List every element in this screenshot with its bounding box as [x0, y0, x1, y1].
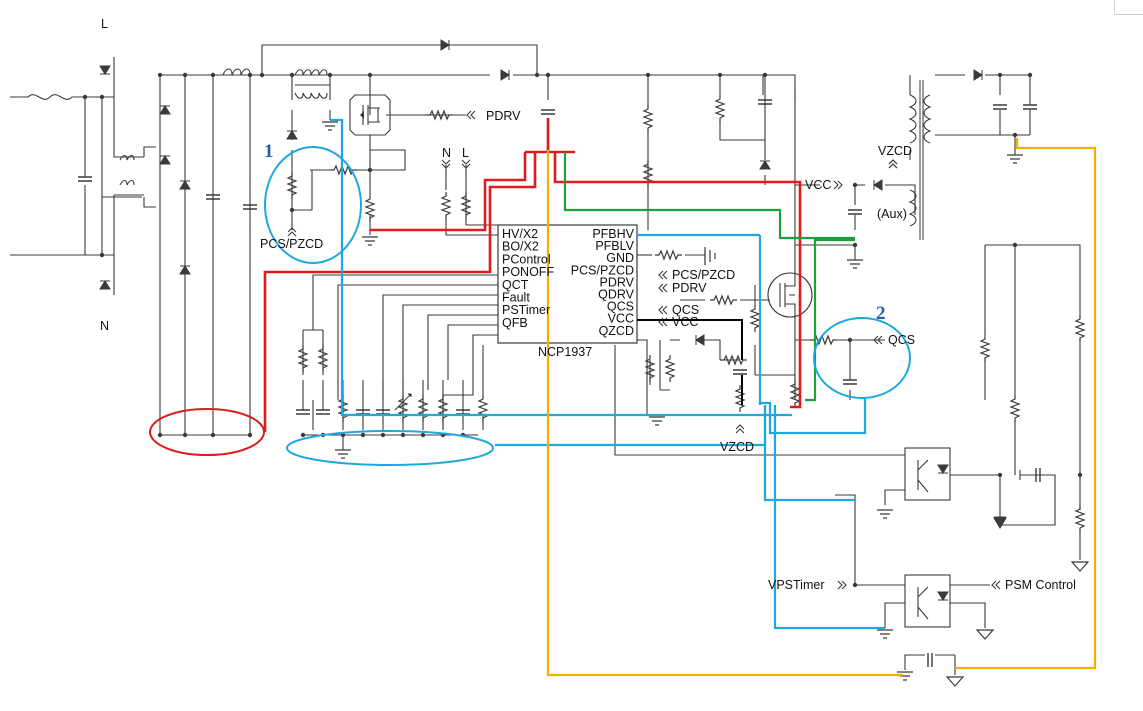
label-vcc-out: VCC — [672, 315, 698, 329]
ic-right-pin: PDRV — [599, 275, 634, 289]
label-qcs-sense: QCS — [888, 333, 915, 347]
ic-left-pin: BO/X2 — [502, 240, 539, 254]
ic-left-pin: HV/X2 — [502, 227, 538, 241]
black-bold-trace — [637, 319, 743, 405]
ic-left-pin: QCT — [502, 278, 529, 292]
ic-right-pin: PFBHV — [592, 227, 634, 241]
label-qcs-out: QCS — [672, 303, 699, 317]
label-line: L — [101, 17, 108, 31]
ic-box — [497, 224, 638, 344]
blue-circle-1 — [264, 146, 362, 264]
ic-right-pin: PCS/PZCD — [571, 263, 634, 277]
red-circle — [149, 408, 265, 456]
label-aux: (Aux) — [877, 207, 907, 221]
label-ic-l: L — [462, 146, 469, 160]
window-corner-box — [1114, 0, 1143, 15]
ic-left-pins: HV/X2BO/X2PControlPONOFFQCTFaultPSTimerQ… — [502, 227, 554, 330]
orange-trace — [546, 138, 1097, 677]
ic-left-pin: PONOFF — [502, 265, 554, 279]
label-vpstimer: VPSTimer — [768, 578, 825, 592]
ic-right-pin: PFBLV — [595, 239, 634, 253]
ic-left-pin: Fault — [502, 291, 530, 305]
black-wiring — [10, 44, 1081, 675]
green-trace — [563, 152, 855, 402]
red-trace — [263, 118, 802, 432]
ic-left-pin: PSTimer — [502, 303, 550, 317]
label-vzcd-top: VZCD — [878, 144, 912, 158]
label-pdrv-out: PDRV — [672, 281, 707, 295]
label-vcc-in: VCC — [805, 178, 831, 192]
blue-trace — [330, 118, 885, 630]
ic-right-pin: QCS — [607, 300, 634, 314]
label-ic-n: N — [442, 146, 451, 160]
ic-left-pin: QFB — [502, 316, 528, 330]
ic-right-pin: GND — [606, 251, 634, 265]
label-neutral: N — [100, 319, 109, 333]
label-pcs-pzcd-out: PCS/PZCD — [672, 268, 735, 282]
label-pcs-pzcd-sense: PCS/PZCD — [260, 237, 323, 251]
label-psm-control: PSM Control — [1005, 578, 1076, 592]
ic-right-pin: VCC — [608, 312, 634, 326]
label-vzcd-bottom: VZCD — [720, 440, 754, 454]
components — [77, 39, 1089, 687]
ic-left-pin: PControl — [502, 252, 551, 266]
annotation-number-1: 1 — [264, 141, 274, 162]
ic-name: NCP1937 — [538, 345, 592, 359]
ic-right-pin: QZCD — [599, 324, 634, 338]
annotation-number-2: 2 — [876, 303, 886, 324]
blue-circle-bottom — [286, 430, 494, 466]
ic-right-pin: QDRV — [598, 288, 635, 302]
blue-circle-2 — [813, 317, 911, 399]
label-pdrv-gate: PDRV — [486, 109, 521, 123]
